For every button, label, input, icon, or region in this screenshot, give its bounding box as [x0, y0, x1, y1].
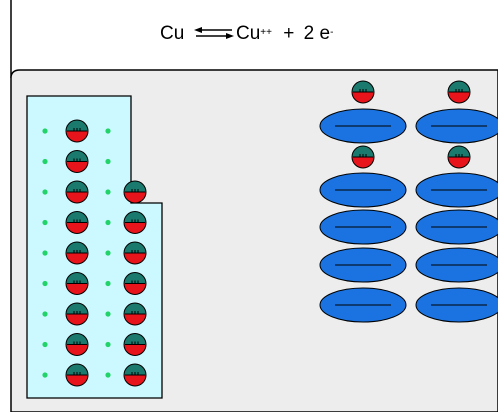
electron-charge: -	[330, 27, 334, 38]
electron-cloud	[415, 209, 498, 245]
product-charge: ++	[260, 27, 272, 38]
copper-ion	[65, 363, 89, 387]
reaction-product: Cu++ + 2 e-	[236, 22, 333, 46]
solution-copper-ions	[351, 80, 471, 169]
free-electron-dot	[105, 219, 111, 226]
free-electron-dot	[105, 311, 111, 317]
product-symbol: Cu	[236, 23, 261, 44]
electron-cloud	[415, 172, 498, 208]
equilibrium-arrow-icon	[194, 27, 234, 39]
copper-ion	[65, 333, 89, 356]
copper-ion	[123, 211, 147, 234]
free-electron-dot	[42, 219, 48, 226]
reactant-symbol: Cu	[160, 23, 185, 44]
electron-cloud	[319, 287, 407, 323]
copper-ion	[123, 272, 147, 295]
electron-clouds	[319, 108, 498, 323]
copper-ion	[65, 272, 89, 295]
free-electron-dot	[42, 158, 48, 165]
free-electron-dot	[42, 189, 48, 195]
reaction-equation: Cu	[160, 22, 184, 46]
electron-cloud	[319, 209, 407, 245]
copper-ion	[123, 363, 147, 387]
electron-cloud	[319, 108, 407, 144]
free-electron-dot	[42, 341, 48, 348]
electron-cloud	[415, 247, 498, 283]
free-electron-dot	[105, 341, 111, 348]
copper-ion	[65, 180, 89, 204]
electron-cloud	[415, 108, 498, 144]
solution-copper-ion	[447, 80, 471, 104]
free-electron-dot	[105, 372, 111, 378]
free-electron-dot	[42, 311, 48, 317]
copper-ion	[65, 241, 89, 265]
free-electron-dots	[42, 128, 111, 378]
electron-cloud	[319, 247, 407, 283]
copper-ion	[65, 302, 89, 326]
free-electron-dot	[105, 280, 111, 287]
copper-ion	[65, 211, 89, 234]
solution-copper-ion	[351, 80, 375, 104]
free-electron-dot	[105, 158, 111, 165]
copper-ion	[123, 180, 147, 204]
copper-ion	[123, 302, 147, 326]
copper-ion	[65, 119, 89, 143]
solution-copper-ion	[447, 145, 471, 169]
copper-ion	[65, 150, 89, 173]
copper-ion	[123, 333, 147, 356]
solution-copper-ion	[351, 145, 375, 169]
free-electron-dot	[105, 189, 111, 195]
free-electron-dot	[105, 128, 111, 134]
free-electron-dot	[105, 250, 111, 256]
plus-sign: +	[283, 23, 295, 44]
free-electron-dot	[42, 280, 48, 287]
electron-count: 2 e	[303, 23, 331, 44]
electron-cloud	[319, 172, 407, 208]
electron-cloud	[415, 287, 498, 323]
free-electron-dot	[42, 372, 48, 378]
free-electron-dot	[42, 128, 48, 134]
copper-ion	[123, 241, 147, 265]
free-electron-dot	[42, 250, 48, 256]
copper-ions	[65, 119, 147, 387]
